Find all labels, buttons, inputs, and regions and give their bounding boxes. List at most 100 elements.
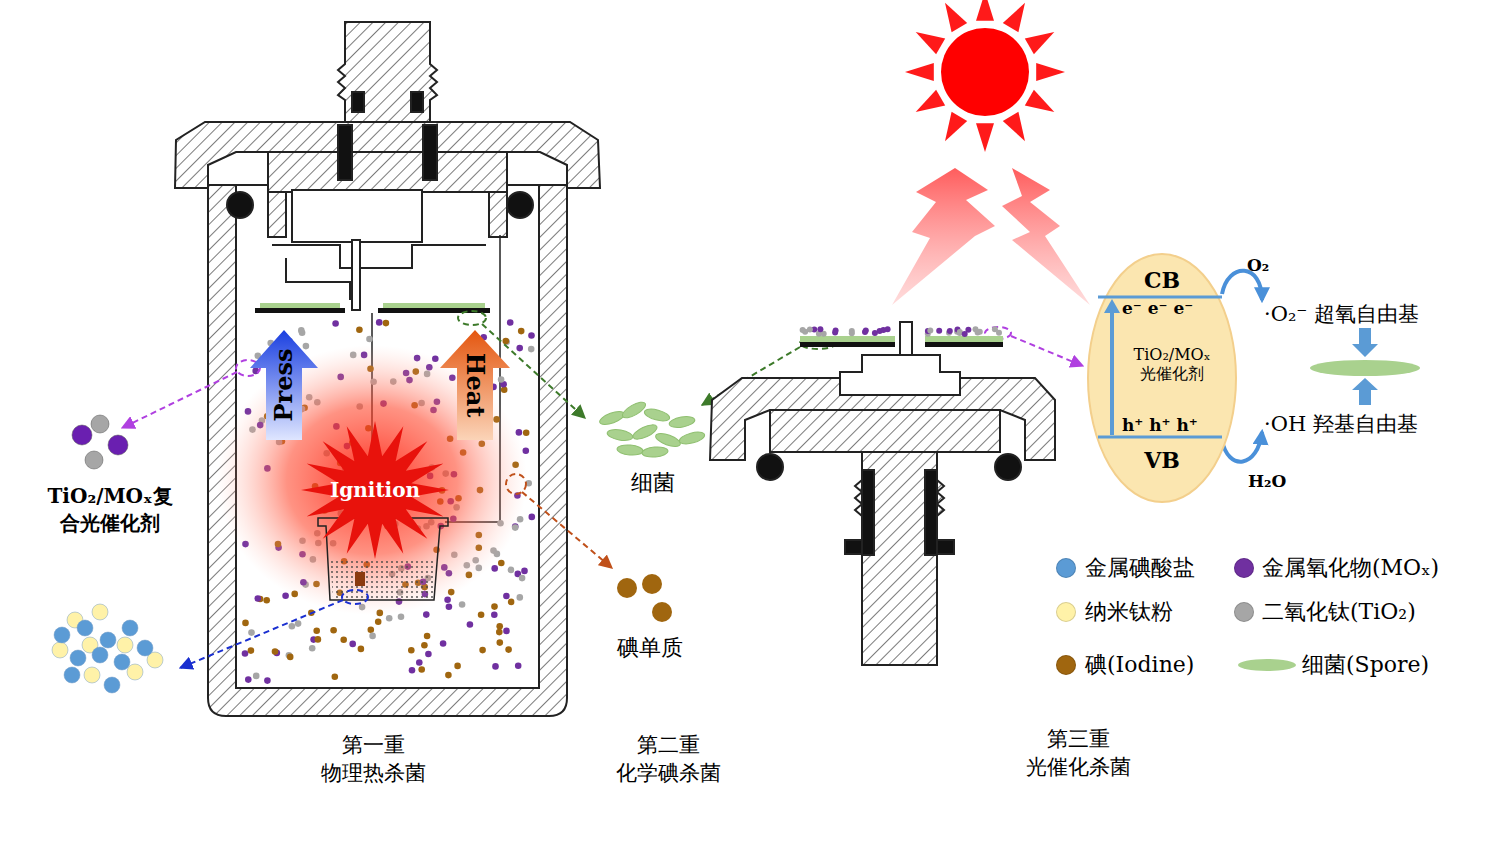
particle-dot (332, 674, 339, 681)
oval-shape (1088, 254, 1236, 502)
particle-group (800, 326, 1002, 337)
cup (318, 518, 448, 600)
particle-dot (298, 327, 305, 334)
illustration-part (72, 425, 92, 445)
legend-swatch (1056, 655, 1076, 675)
plate (925, 342, 1003, 347)
illustration-part (617, 578, 637, 598)
arrow-shape (440, 330, 510, 440)
o-ring (227, 192, 253, 218)
illustration-part (122, 620, 138, 636)
legend-swatch (1238, 659, 1296, 671)
legend-swatch (1056, 602, 1076, 622)
particle-dot (315, 636, 322, 643)
particle-dot (962, 331, 968, 337)
illustration-part (1222, 271, 1262, 300)
illustration-part (606, 428, 633, 442)
particle-dot (479, 647, 486, 654)
particle-dot (503, 593, 510, 600)
particle-dot (497, 639, 504, 646)
arrow-shape (250, 330, 318, 440)
particle-dot (505, 646, 512, 653)
illustration-part (652, 602, 672, 622)
particle-dot (408, 647, 415, 654)
illustration-part (458, 311, 486, 325)
particle-dot (947, 328, 953, 334)
excitation-arrow (1110, 311, 1114, 435)
illustration-part (92, 604, 108, 620)
illustration-part (1352, 328, 1378, 357)
particle-dot (330, 627, 337, 634)
illustration-part (598, 409, 626, 427)
illustration-part (114, 654, 130, 670)
container-illustration (175, 22, 600, 716)
particle-dot (425, 651, 432, 658)
species-label: H₂O (1248, 470, 1286, 493)
particle-dot (872, 330, 878, 336)
particle-dot (356, 327, 363, 334)
illustration-part (1011, 336, 1083, 366)
particle-dot (287, 654, 294, 661)
particle-dot (424, 633, 431, 640)
illustration-part (668, 415, 695, 429)
illustration-part (91, 415, 109, 433)
illustration-part (117, 637, 133, 653)
particle-dot (508, 567, 515, 574)
excitation-head (1104, 299, 1120, 313)
particle-dot (496, 623, 503, 630)
illustration-part (127, 664, 143, 680)
particle-dot (375, 618, 382, 625)
legend-swatch (1234, 602, 1254, 622)
seal (862, 470, 874, 555)
particle-dot (936, 328, 942, 334)
nozzle (338, 22, 437, 122)
particle-dot (272, 648, 279, 655)
particle-dot (248, 647, 255, 654)
sun-ray (916, 32, 946, 54)
particle-dot (885, 326, 891, 332)
stage-caption: 第二重 化学碘杀菌 (598, 731, 738, 788)
illustration-part (522, 492, 612, 568)
burst-label: Ignition (330, 478, 420, 502)
mechanism (272, 245, 486, 300)
particle-dot (519, 575, 526, 582)
particle-dot (309, 645, 316, 652)
particle-dot (254, 595, 261, 602)
particle-dot (454, 663, 461, 670)
sun-ray (1003, 112, 1025, 142)
particle-dot (515, 662, 522, 669)
particle-dot (516, 345, 523, 352)
lid-illustration (710, 322, 1055, 665)
particle-dot (491, 565, 498, 572)
sun-ray (905, 63, 934, 81)
callout-label: 细菌 (613, 468, 693, 498)
illustration-part (104, 677, 120, 693)
sun-ray (945, 112, 967, 142)
illustration-part (620, 399, 648, 421)
particle-dot (467, 621, 474, 628)
particle-dot (242, 620, 249, 627)
heat-arrow: Heat (440, 330, 510, 440)
particle-dot (313, 627, 320, 634)
sun-ray (1036, 63, 1065, 81)
particle-dot (491, 612, 498, 619)
particle-dot (303, 343, 310, 350)
igniter-head (355, 572, 365, 586)
legend-text: 细菌(Spore) (1302, 650, 1429, 680)
catalyst-label: TiO₂/MOₓ 光催化剂 (1117, 345, 1227, 383)
illustration-part (1352, 378, 1378, 405)
illustration-part (342, 590, 368, 604)
legend-swatch (1056, 558, 1076, 578)
particle-dot (340, 637, 347, 644)
plate-green (260, 303, 340, 308)
catalyst-cluster (72, 415, 128, 469)
particle-dot (253, 673, 260, 680)
particle-dot (423, 611, 430, 618)
particle-dot (849, 330, 855, 336)
particle-dot (332, 320, 339, 327)
chamber (292, 190, 422, 242)
iodate-titanium-cluster (52, 604, 163, 693)
burst-shape (301, 421, 449, 559)
particle-dot (807, 327, 813, 333)
